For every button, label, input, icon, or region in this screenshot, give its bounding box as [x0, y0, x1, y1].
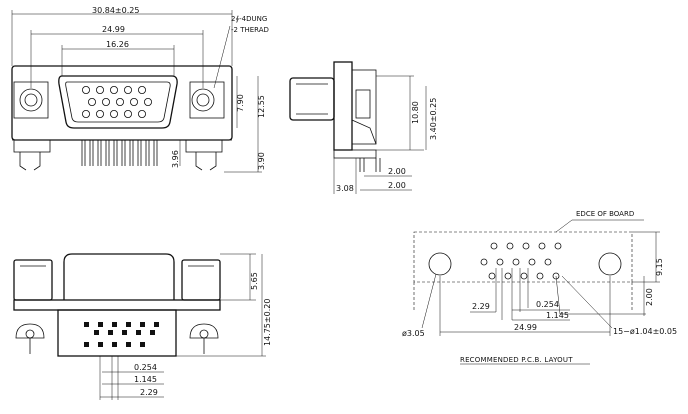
pcb-pin-hole: [520, 272, 528, 280]
dim-overall-width: 30.84±0.25: [92, 6, 139, 15]
front-view: 30.84±0.25 24.99 16.26 2∮-4DUNG -2 THERA…: [11, 6, 269, 173]
pcb-pin-hole: [504, 272, 512, 280]
dim-pcb-row-pitch: 9.15: [655, 258, 664, 276]
pin-hole: [82, 86, 91, 95]
pcb-layout: EDCE OF BOARD 9.15 2.00 2.29 0.254 1.145…: [402, 210, 677, 365]
pin-pad: [136, 330, 141, 335]
pcb-pin-hole: [512, 258, 520, 266]
pin-hole: [110, 110, 119, 119]
pin-hole: [88, 98, 97, 107]
thread-note-line1: 2∮-4DUNG: [231, 15, 267, 23]
dim-pcb-mount-hole: ø3.05: [402, 329, 425, 338]
dim-pcb-hole-pitch: 24.99: [514, 323, 537, 332]
dim-bottom-c: 2.29: [140, 388, 158, 397]
pin-pad: [98, 322, 103, 327]
pin-hole: [96, 110, 105, 119]
pin-hole: [82, 110, 91, 119]
pin-hole: [124, 86, 133, 95]
front-pin-holes: [82, 86, 152, 119]
pcb-pin-hole: [496, 258, 504, 266]
dim-pin-pitch: 2.00: [388, 167, 406, 176]
pin-pad: [154, 322, 159, 327]
pcb-edge-label: EDCE OF BOARD: [576, 210, 634, 218]
pin-pad: [112, 342, 117, 347]
dim-pin-height: 3.40±0.25: [429, 98, 438, 140]
pin-pad: [112, 322, 117, 327]
pin-pad: [108, 330, 113, 335]
pin-hole: [129, 98, 138, 107]
pcb-pin-hole: [522, 242, 530, 250]
pin-pad: [94, 330, 99, 335]
pin-pad: [84, 342, 89, 347]
pin-pad: [126, 342, 131, 347]
pin-pad: [122, 330, 127, 335]
pcb-caption: RECOMMENDED P.C.B. LAYOUT: [460, 356, 573, 364]
pin-hole: [110, 86, 119, 95]
pcb-pin-hole: [528, 258, 536, 266]
pin-hole: [116, 98, 125, 107]
dim-bottom-total-height: 14.75±0.20: [263, 299, 272, 346]
pcb-pin-holes: [480, 242, 562, 280]
dim-pin-offset: 3.96: [171, 150, 180, 168]
front-pin-tails: [81, 140, 158, 166]
pin-hole: [143, 98, 152, 107]
pin-pad: [150, 330, 155, 335]
pcb-pin-hole: [554, 242, 562, 250]
dim-pcb-b: 1.145: [546, 311, 569, 320]
dim-mount-pitch: 24.99: [102, 25, 125, 34]
pin-pad: [140, 342, 145, 347]
pin-pad: [126, 322, 131, 327]
pcb-pin-hole: [538, 242, 546, 250]
bottom-view: 5.65 14.75±0.20 0.254 1.145 2.29: [13, 253, 272, 400]
dim-tail-length: 3.90: [257, 152, 266, 170]
dim-pcb-row-spacing: 2.00: [645, 288, 654, 306]
dim-pcb-c: 2.29: [472, 302, 490, 311]
pcb-pin-hole: [480, 258, 488, 266]
dim-shell-height: 7.90: [236, 94, 245, 112]
dim-bottom-a: 0.254: [134, 363, 157, 372]
thread-note-line2: -2 THERAD: [231, 26, 269, 34]
pin-hole: [102, 98, 111, 107]
dim-bottom-b: 1.145: [134, 375, 157, 384]
pcb-pin-hole: [488, 272, 496, 280]
pin-hole: [124, 110, 133, 119]
pcb-pin-hole: [490, 242, 498, 250]
pcb-pin-hole: [536, 272, 544, 280]
bottom-pin-grid: [84, 322, 159, 347]
dim-pcb-a: 0.254: [536, 300, 559, 309]
pcb-pin-hole: [506, 242, 514, 250]
side-view: 10.80 3.40±0.25 2.00 2.00 3.08: [289, 61, 438, 194]
pin-hole: [96, 86, 105, 95]
dim-flange-height: 12.55: [257, 95, 266, 118]
pcb-pin-hole: [544, 258, 552, 266]
dim-body-height: 10.80: [411, 101, 420, 124]
dim-flange-offset: 3.08: [336, 184, 354, 193]
pin-pad: [140, 322, 145, 327]
dim-pin-spacing: 2.00: [388, 181, 406, 190]
pcb-pin-hole: [552, 272, 560, 280]
pin-pad: [84, 322, 89, 327]
pin-hole: [137, 86, 146, 95]
dim-pcb-pin-holes: 15−ø1.04±0.05: [613, 327, 677, 336]
dim-bottom-shell-height: 5.65: [250, 272, 259, 290]
pin-pad: [98, 342, 103, 347]
dim-shell-width: 16.26: [106, 40, 129, 49]
pin-hole: [137, 110, 146, 119]
